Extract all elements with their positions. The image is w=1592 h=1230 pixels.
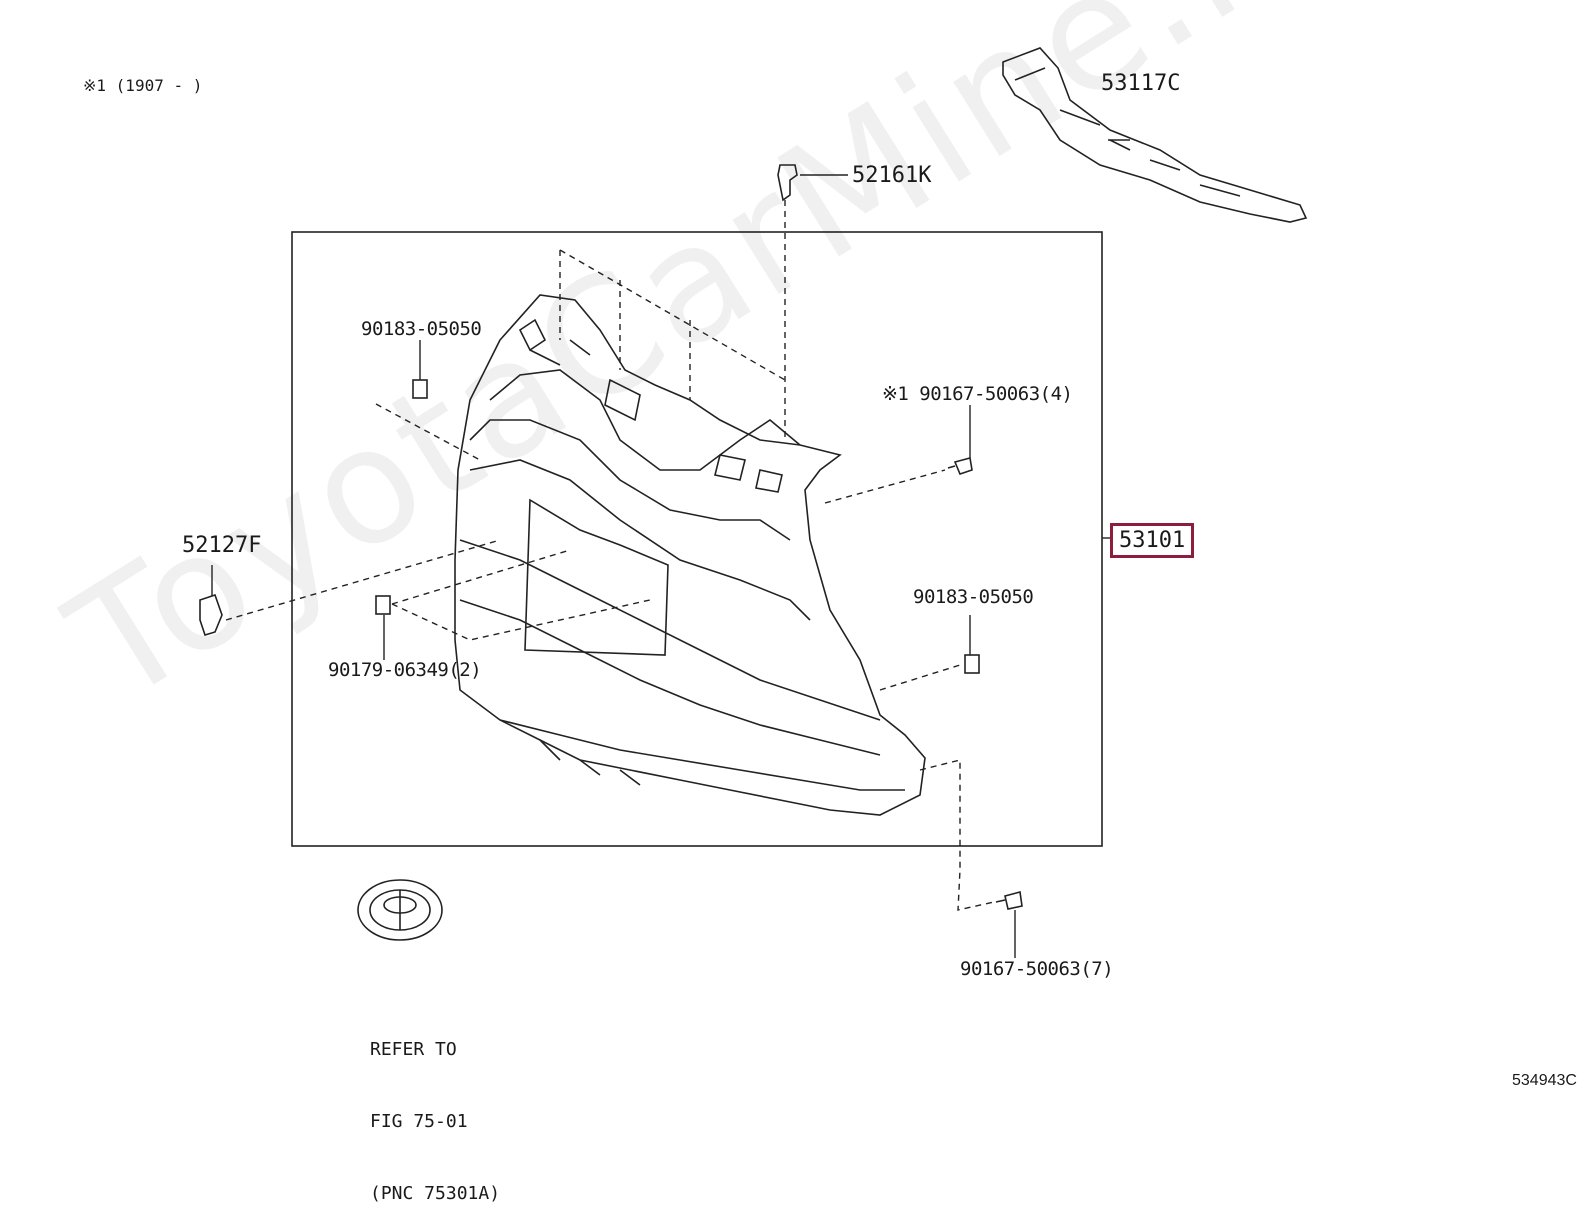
- refer-line-2: FIG 75-01: [370, 1111, 468, 1132]
- clip-52127f: [199, 593, 223, 636]
- refer-line-1: REFER TO: [370, 1039, 457, 1060]
- assembly-box: [291, 231, 1103, 847]
- clip-90179: [375, 595, 391, 615]
- label-90167-4: ※1 90167-50063(4): [882, 383, 1073, 405]
- bolt-90167-7: [995, 890, 1023, 910]
- clip-52161k: [777, 164, 798, 202]
- figure-number: 534943C: [1512, 1072, 1577, 1089]
- label-90179: 90179-06349(2): [328, 659, 482, 681]
- label-90183-top: 90183-05050: [361, 318, 482, 340]
- refer-note: REFER TO FIG 75-01 (PNC 75301A): [370, 990, 500, 1230]
- parts-diagram: [199, 47, 1308, 958]
- applicability-note: ※1 (1907 - ): [83, 76, 203, 95]
- refer-line-3: (PNC 75301A): [370, 1183, 501, 1204]
- label-90183-right: 90183-05050: [913, 586, 1034, 608]
- clip-90183-top: [412, 379, 428, 399]
- bolt-90167-4: [947, 457, 973, 475]
- label-53117c: 53117C: [1101, 71, 1181, 96]
- emblem: [357, 879, 443, 941]
- bracket-53117c: [1002, 47, 1308, 223]
- label-52161k: 52161K: [852, 163, 932, 188]
- label-53101: 53101: [1110, 523, 1195, 558]
- label-52127f: 52127F: [182, 533, 262, 558]
- label-90167-7: 90167-50063(7): [960, 958, 1114, 980]
- grille-body: [454, 294, 926, 816]
- clip-90183-right: [964, 654, 980, 674]
